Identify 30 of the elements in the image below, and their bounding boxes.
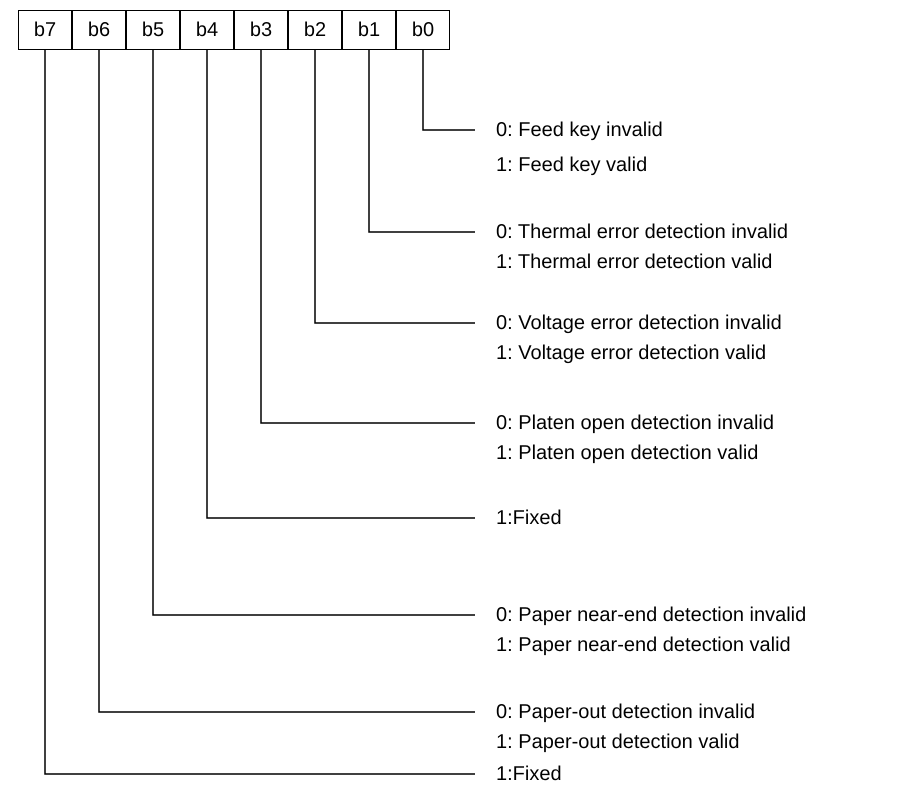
bit-setting-text: 0: Feed key invalid	[495, 118, 663, 142]
register-bit-cell: b4	[180, 10, 234, 50]
register-bit-cell: b0	[396, 10, 450, 50]
bit-setting-text: 0: Platen open detection invalid	[495, 411, 774, 436]
register-bit-cell: b5	[126, 10, 180, 50]
bit-setting-text: 1: Platen open detection valid	[495, 441, 760, 466]
bit-setting-text: 0: Paper-out detection invalid	[495, 700, 756, 725]
leader-line	[422, 50, 475, 131]
bit-setting-text: 0: Paper near-end detection invalid	[495, 603, 806, 628]
bit-setting-text: 1: Paper-out detection valid	[495, 730, 740, 755]
bit-setting-text: 1: Voltage error detection valid	[495, 341, 768, 366]
bit-setting-text: 0: Voltage error detection invalid	[495, 311, 782, 336]
register-bit-cell: b2	[288, 10, 342, 50]
bit-setting-text: 1:Fixed	[495, 762, 562, 787]
bit-setting-text: 1: Paper near-end detection valid	[495, 633, 792, 658]
bit-setting-text: 1:Fixed	[495, 506, 562, 531]
leader-line	[98, 50, 475, 713]
register-bit-cell: b6	[72, 10, 126, 50]
bit-setting-text: 1: Thermal error detection valid	[495, 250, 774, 275]
register-bit-cell: b3	[234, 10, 288, 50]
leader-line	[260, 50, 475, 424]
register-bit-cell: b7	[18, 10, 72, 50]
bit-setting-text: 1: Feed key valid	[495, 152, 648, 178]
register-bit-cell: b1	[342, 10, 396, 50]
bit-setting-text: 0: Thermal error detection invalid	[495, 220, 788, 245]
leader-line	[44, 50, 475, 775]
leader-line	[314, 50, 475, 324]
leader-line	[206, 50, 475, 519]
leader-line	[368, 50, 475, 233]
leader-line	[152, 50, 475, 616]
